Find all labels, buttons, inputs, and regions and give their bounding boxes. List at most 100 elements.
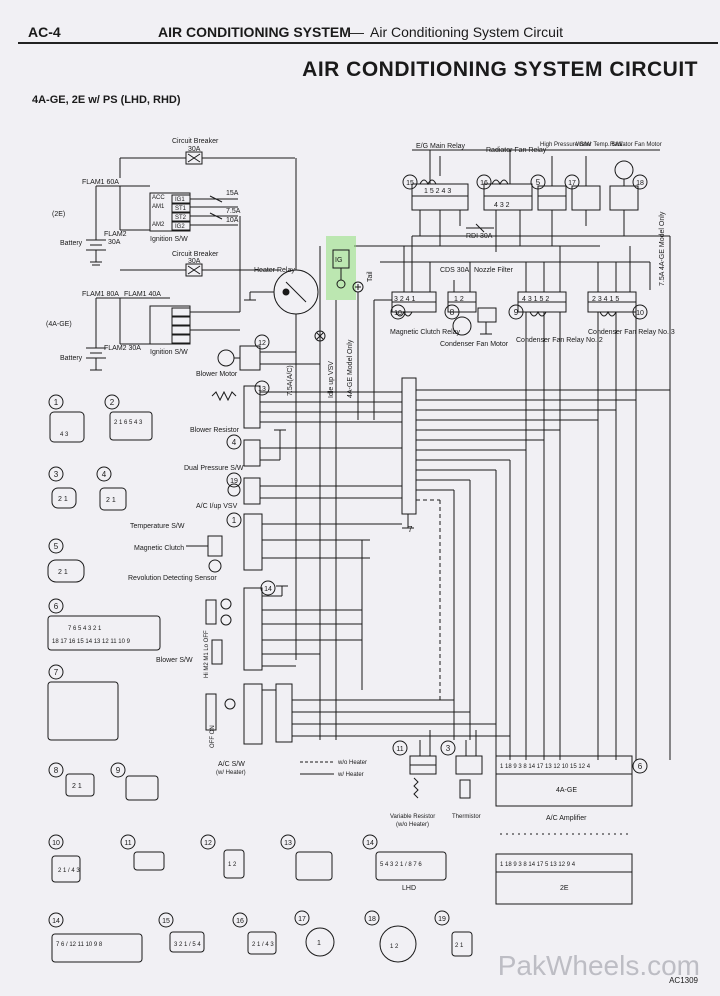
blower-pos-label: Hi M2 M1 Lo OFF: [204, 630, 210, 678]
ac-sw-note: (w/ Heater): [216, 770, 246, 776]
badge-ac-iup: 19: [230, 478, 238, 485]
flam1-60-label: FLAM1 60A: [82, 179, 119, 186]
conn-no-6: 6: [54, 602, 59, 611]
rad-fan-pins: 4 3 2: [494, 202, 510, 209]
conn-no-7: 7: [54, 668, 59, 677]
fuse-10-label: 10A: [226, 217, 239, 224]
badge-thermistor: 3: [446, 744, 451, 753]
ig2-label: IG2: [175, 224, 185, 230]
conn-no-9: 9: [116, 766, 121, 775]
heater-relay-label: Heater Relay: [254, 267, 295, 274]
sub-section-name: Air Conditioning System Circuit: [370, 24, 563, 40]
badge-cond-motor: 8: [450, 308, 455, 317]
battery-top-label: Battery: [60, 240, 83, 247]
ign-bot-label: Ignition S/W: [150, 349, 188, 356]
top-relays: [411, 149, 671, 290]
c2-pins: 2 1 6 5 4 3: [114, 420, 143, 426]
connector-number-badges: [48, 174, 648, 928]
amp-4age-pins: 1 18 9 3 8 14 17 13 12 10 15 12 4: [500, 764, 591, 770]
wo-heater-label: w/o Heater: [337, 760, 367, 766]
temperature-sw-label: Temperature S/W: [130, 523, 185, 530]
c6-bot-pins: 18 17 16 15 14 13 12 11 10 9: [52, 639, 131, 645]
ac-amplifier-label: A/C Amplifier: [546, 815, 587, 822]
badge-blower-resistor: 13: [258, 386, 266, 393]
cond-fan-motor-label: Condenser Fan Motor: [440, 341, 509, 348]
ac-iup-label: A/C I/up VSV: [196, 503, 238, 510]
conn-no-2: 2: [110, 398, 115, 407]
w-heater-label: w/ Heater: [337, 772, 364, 778]
badge-blower-motor: 12: [258, 340, 266, 347]
variable-resistor-note: (w/o Heater): [396, 822, 429, 828]
c17-pins: 1: [317, 940, 321, 947]
battery-bot-label: Battery: [60, 355, 83, 362]
acc-label: ACC: [152, 195, 165, 201]
ac-sw-label: A/C S/W: [218, 761, 245, 768]
c5-pins: 2 1: [58, 569, 68, 576]
blower-sw-label: Blower S/W: [156, 657, 193, 664]
ign-top-label: Ignition S/W: [150, 236, 188, 243]
conn-no-12: 12: [204, 840, 212, 847]
conn-no-1: 1: [54, 398, 59, 407]
cds-label: CDS 30A: [440, 267, 470, 274]
st2-label: ST2: [175, 215, 187, 221]
cb-top-label: Circuit Breaker: [172, 138, 219, 145]
mag-relay-pins: 3 2 4 1: [394, 296, 416, 303]
rdi-label: RDI 30A: [466, 233, 493, 240]
bottom-devices: [409, 730, 633, 905]
bus-lines: [314, 246, 392, 740]
variant-label: 4A-GE, 2E w/ PS (LHD, RHD): [32, 94, 181, 106]
conn-no-17: 17: [298, 916, 306, 923]
c15-pins: 3 2 1 / 5 4: [174, 942, 201, 948]
c16-pins: 2 1 / 4 3: [252, 942, 274, 948]
eg-main-pins: 1 5 2 4 3: [424, 188, 451, 195]
fuse-75-label: 7.5A: [226, 208, 241, 215]
am1-label: AM1: [152, 204, 165, 210]
c14b-pins: 7 6 / 12 11 10 9 8: [56, 942, 103, 948]
eg-main-relay-label: E/G Main Relay: [416, 143, 466, 150]
cond-relay3-pins: 2 3 4 1 5: [592, 296, 619, 303]
water-temp-label: Water Temp. S/W: [576, 142, 623, 148]
conn-no-15: 15: [162, 918, 170, 925]
badge-var-resistor: 11: [396, 746, 403, 753]
section-name: AIR CONDITIONING SYSTEM: [158, 24, 351, 40]
c19-pins: 2 1: [455, 943, 464, 949]
badge-cond-relay3: 10: [636, 310, 644, 317]
header-dash: —: [350, 24, 364, 40]
note-2e: (2E): [52, 211, 65, 218]
c4-pins: 2 1: [106, 497, 116, 504]
flam2-top-label: FLAM2: [104, 231, 127, 238]
flam1-40-label: FLAM1 40A: [124, 291, 161, 298]
rad-fan-relay-label: Radiator Fan Relay: [486, 147, 547, 154]
revolution-sensor-label: Revolution Detecting Sensor: [128, 575, 217, 582]
cond-relay2-label: Condenser Fan Relay No. 2: [516, 337, 603, 344]
c14-pins: 5 4 3 2 1 / 8 7 6: [380, 862, 422, 868]
conn-no-5: 5: [54, 542, 59, 551]
badge-dual-pressure: 4: [232, 438, 237, 447]
amp-2e-pins: 1 18 9 3 8 14 17 5 13 12 9 4: [500, 862, 576, 868]
c6-top-pins: 7 6 5 4 3 2 1: [68, 626, 102, 632]
st1-label: ST1: [175, 206, 187, 212]
thermistor-label: Thermistor: [452, 814, 481, 820]
conn-no-8: 8: [54, 766, 59, 775]
page-title: AIR CONDITIONING SYSTEM CIRCUIT: [302, 58, 698, 81]
middle-relays: [354, 236, 651, 336]
flam2-top-rating: 30A: [108, 239, 121, 246]
blower-motor-label: Blower Motor: [196, 371, 238, 378]
cb-top-rating: 30A: [188, 146, 201, 153]
conn-no-3: 3: [54, 470, 59, 479]
badge-high-press: 5: [536, 178, 541, 187]
ig1-label: IG1: [175, 197, 185, 203]
nozzle-label: Nozzle Filter: [474, 267, 514, 274]
badge-bus-7: 7: [408, 525, 413, 534]
header-rule: [18, 42, 718, 44]
c12-pins: 1 2: [228, 862, 237, 868]
heater-relay: [244, 158, 319, 660]
flam1-80-label: FLAM1 80A: [82, 291, 119, 298]
conn-no-4: 4: [102, 470, 107, 479]
blower-resistor-label: Blower Resistor: [190, 427, 240, 434]
cond-motor-pins: 1 2: [454, 296, 464, 303]
high-press-label: High Pressure S/W: [540, 142, 591, 148]
badge-mag-relay: 10: [394, 310, 402, 317]
badge-rad-motor: 18: [636, 180, 644, 187]
